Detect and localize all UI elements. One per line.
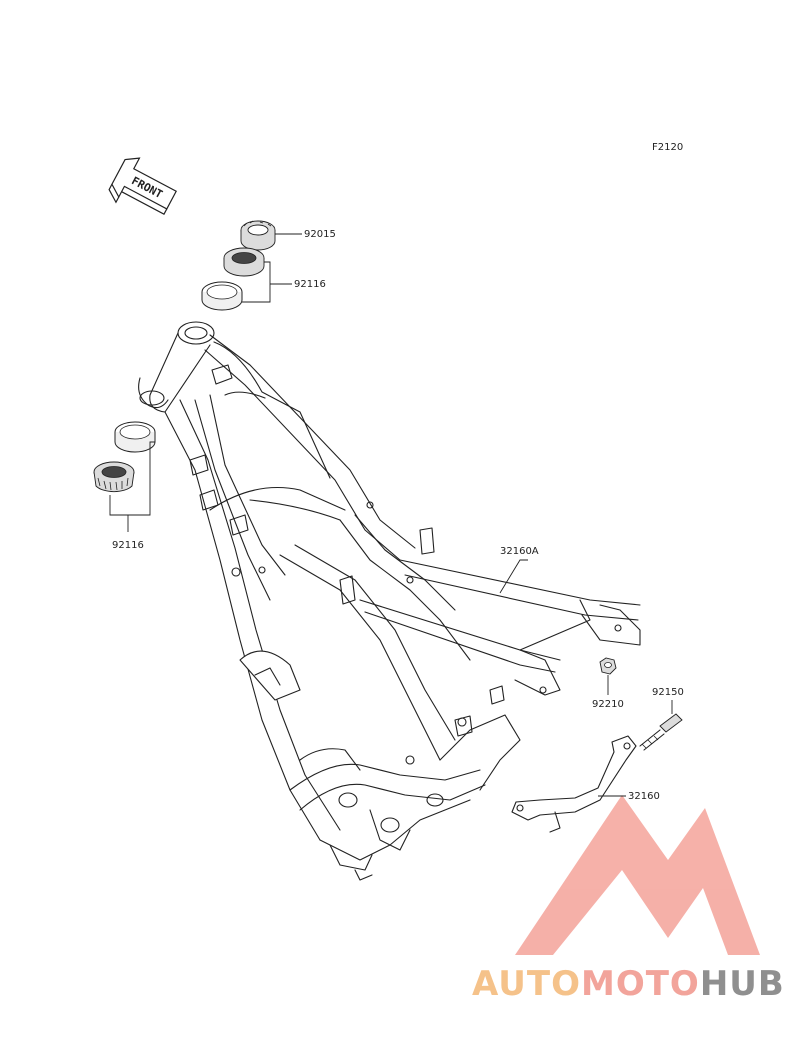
stem-nut bbox=[240, 220, 276, 251]
label-92150: 92150 bbox=[652, 687, 684, 698]
bolt bbox=[639, 713, 683, 751]
label-92116-lower: 92116 bbox=[112, 540, 144, 551]
lower-bearing bbox=[93, 461, 135, 493]
watermark-text: AUTOMOTOHUB bbox=[472, 964, 785, 1004]
label-32160A: 32160A bbox=[500, 546, 539, 557]
label-32160: 32160 bbox=[628, 791, 660, 802]
watermark-part3: HUB bbox=[700, 964, 785, 1004]
figure-code: F2120 bbox=[652, 142, 683, 153]
lower-race bbox=[114, 421, 156, 453]
label-92116-upper: 92116 bbox=[294, 279, 326, 290]
label-92210: 92210 bbox=[592, 699, 624, 710]
watermark-logo bbox=[515, 795, 760, 955]
bracket bbox=[511, 735, 637, 833]
upper-bearing bbox=[223, 247, 265, 277]
svg-text:AUTOMOTOHUB: AUTOMOTOHUB bbox=[472, 964, 785, 1004]
front-arrow-icon: FRONT bbox=[108, 157, 177, 216]
upper-race bbox=[201, 281, 243, 311]
watermark-part2: MOTO bbox=[581, 964, 700, 1004]
main-frame bbox=[138, 321, 641, 881]
watermark-part1: AUTO bbox=[472, 964, 581, 1004]
label-92015: 92015 bbox=[304, 229, 336, 240]
small-nut bbox=[599, 657, 617, 675]
